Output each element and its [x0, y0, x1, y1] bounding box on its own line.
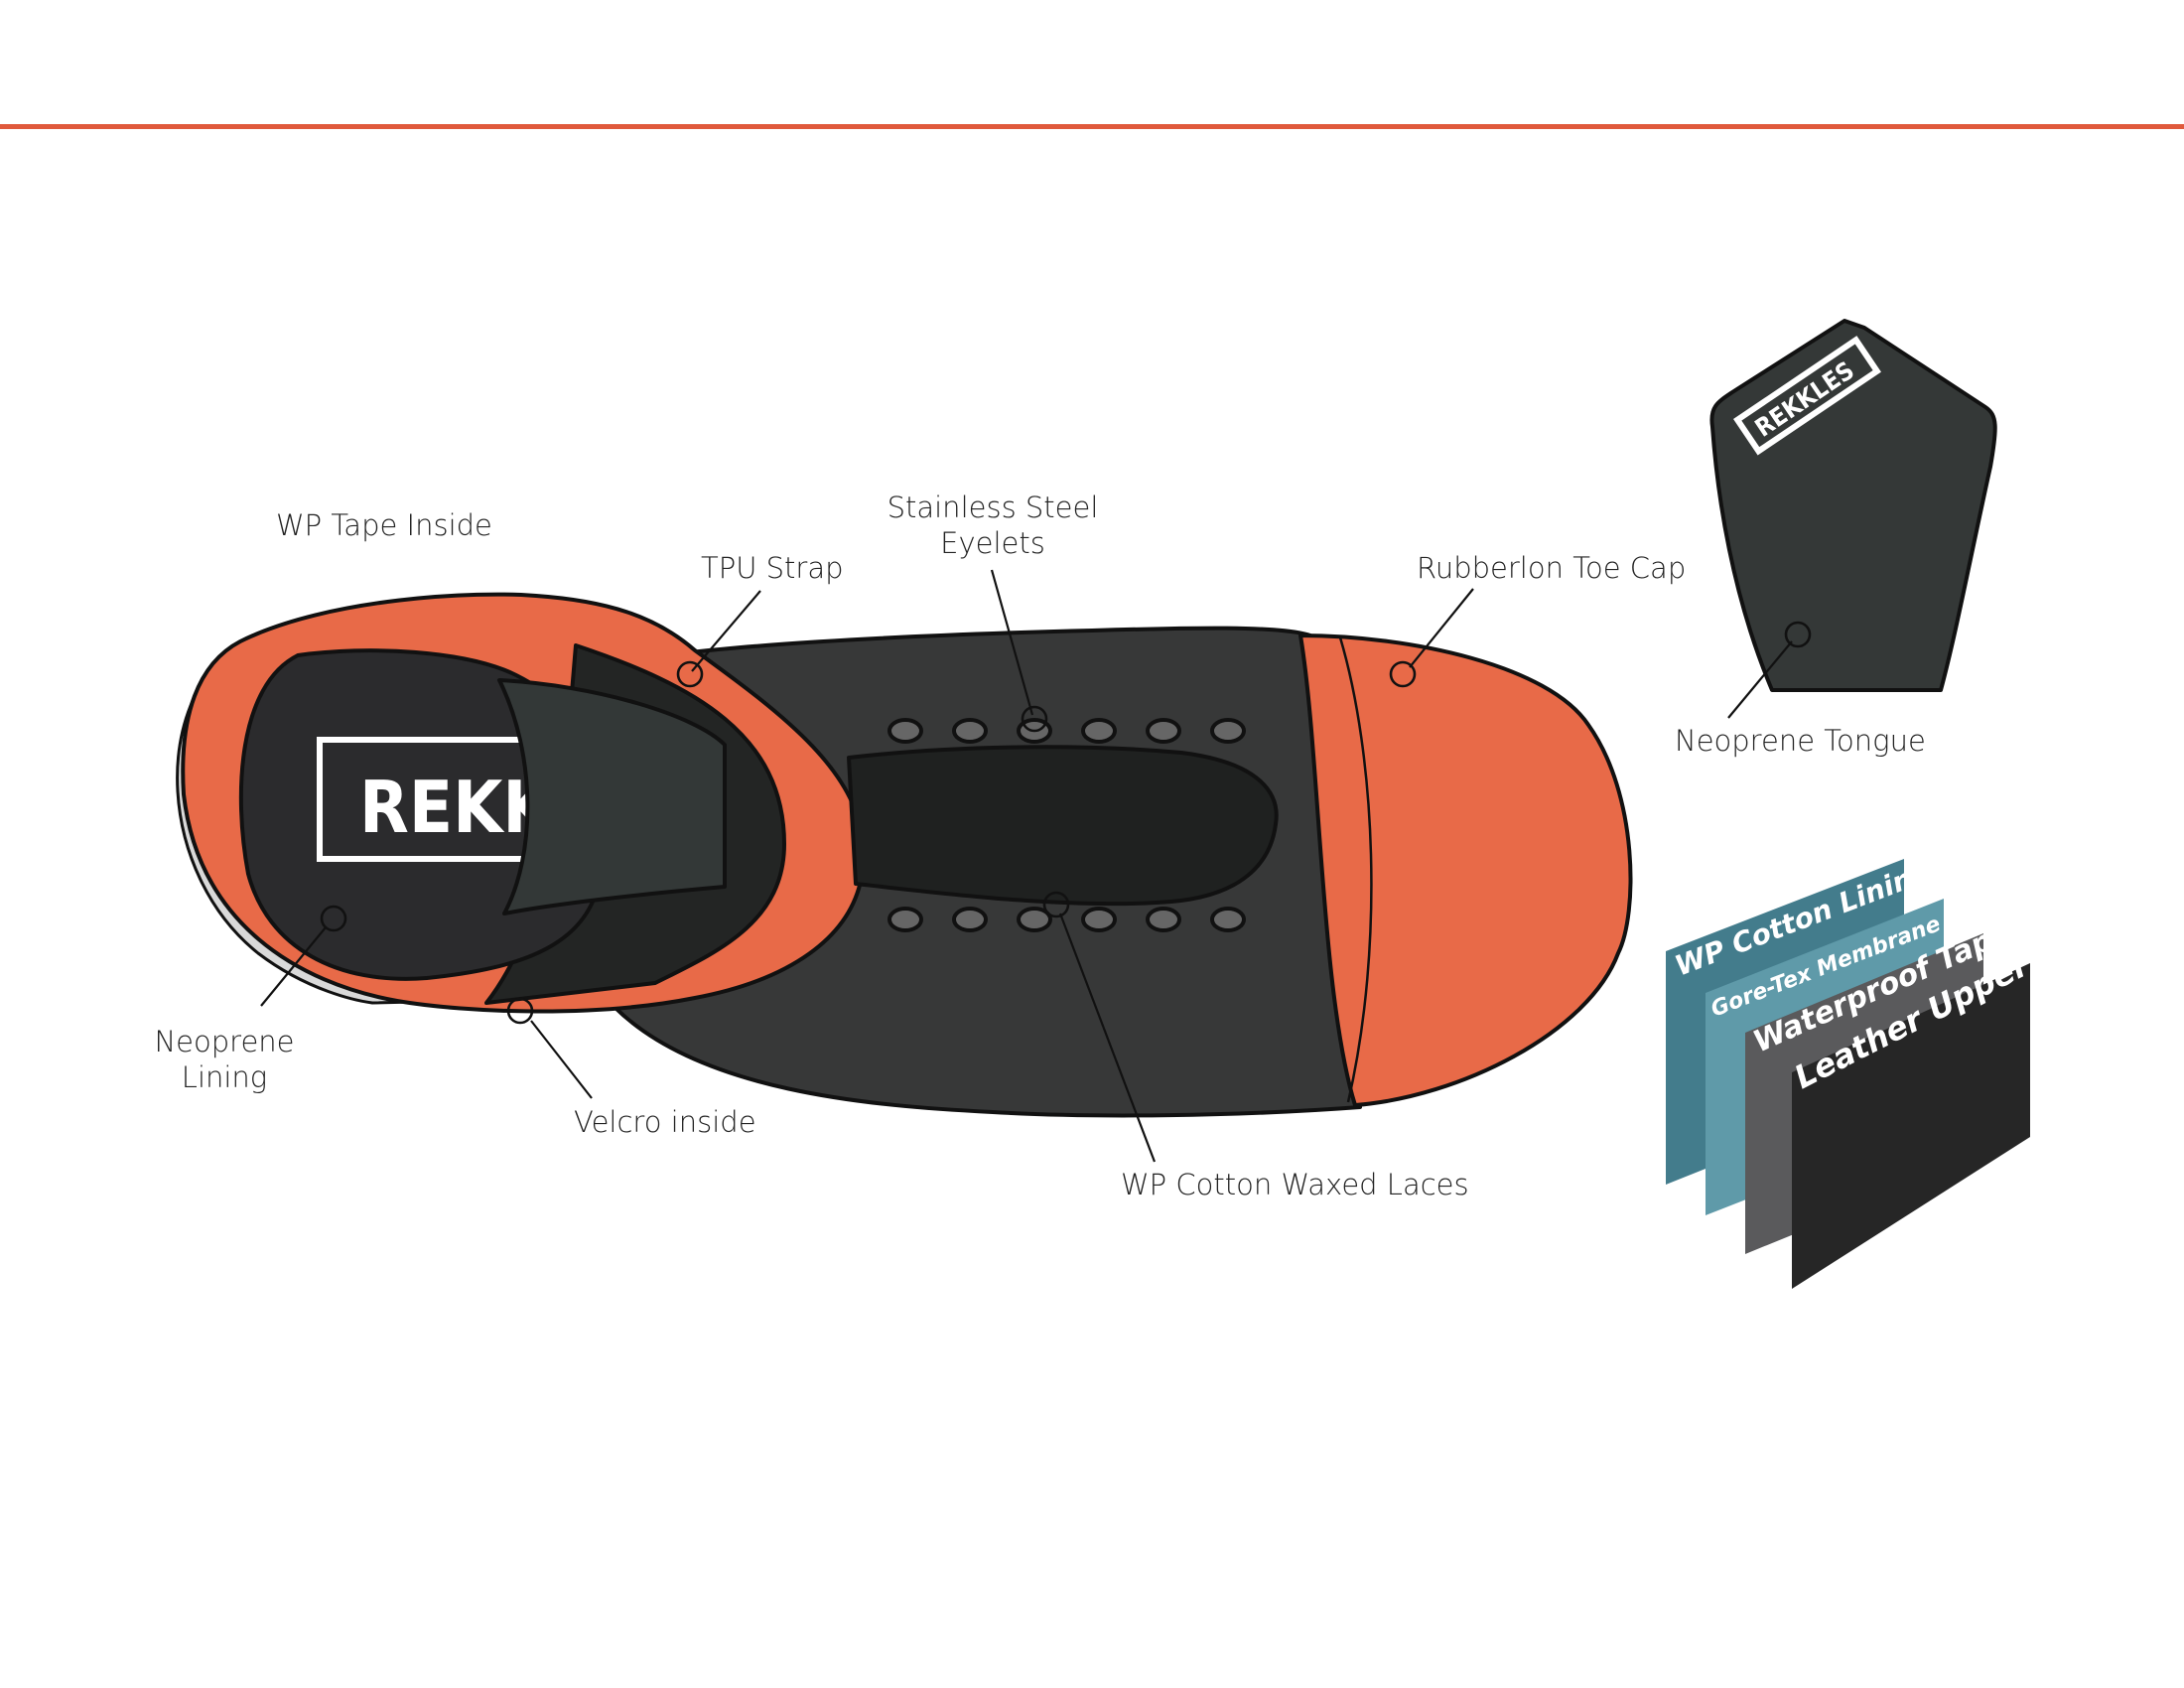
- lace-panel: [847, 745, 1279, 907]
- leader-velcro: [530, 1020, 593, 1099]
- layer-leather-upper: [1792, 963, 2030, 1289]
- marker-neoprene-tongue: [1784, 621, 1812, 648]
- leader-tpu-strap: [691, 590, 761, 672]
- callout-labels: WP Tape Inside TPU Strap Stainless Steel…: [154, 491, 1925, 1201]
- marker-laces: [1042, 891, 1070, 918]
- toe-cap: [1298, 633, 1633, 1107]
- label-neoprene-tongue: Neoprene Tongue: [1675, 724, 1926, 758]
- tongue-inside: [497, 678, 727, 915]
- eyelet: [1017, 907, 1052, 932]
- marker-velcro: [506, 997, 534, 1025]
- leader-neoprene-lining: [260, 926, 327, 1007]
- label-velcro-inside: Velcro inside: [574, 1105, 756, 1139]
- material-layers: WP Cotton Lining Gore-Tex Membrane Water…: [1666, 855, 2037, 1289]
- header-rule: [0, 124, 2184, 129]
- eyelet: [1210, 907, 1246, 932]
- eyelet: [1146, 718, 1181, 744]
- label-neoprene-lining-line2: Lining: [182, 1060, 267, 1094]
- eyelet: [887, 718, 923, 744]
- eyelet: [1146, 907, 1181, 932]
- label-stainless-steel-line1: Stainless Steel: [887, 491, 1099, 524]
- boot-illustration: REKKL: [176, 592, 1633, 1118]
- leader-neoprene-tongue: [1727, 640, 1793, 719]
- marker-toe-cap: [1389, 660, 1417, 688]
- eyelet: [1081, 907, 1117, 932]
- neoprene-tongue-illustration: REKKLES: [1709, 319, 1997, 692]
- tongue-logo-inner: [1741, 344, 1873, 448]
- marker-tpu-strap: [676, 660, 704, 688]
- leader-toe-cap: [1409, 588, 1474, 668]
- eyelets-top-row: [887, 718, 1246, 744]
- toe-cap-stitch: [1338, 636, 1373, 1103]
- label-rubberlon-toe-cap: Rubberlon Toe Cap: [1417, 551, 1686, 585]
- label-wp-tape-inside: WP Tape Inside: [276, 508, 492, 542]
- eyelet: [952, 718, 988, 744]
- leader-eyelets: [990, 569, 1034, 716]
- marker-neoprene-lining: [320, 905, 347, 932]
- label-stainless-steel-line2: Eyelets: [940, 526, 1045, 560]
- label-tpu-strap: TPU Strap: [701, 551, 844, 585]
- eyelet: [1210, 718, 1246, 744]
- eyelet: [952, 907, 988, 932]
- callout-leaders: [260, 569, 1812, 1163]
- eyelet: [887, 907, 923, 932]
- label-wp-cotton-waxed-laces: WP Cotton Waxed Laces: [1121, 1168, 1469, 1201]
- leader-laces: [1058, 913, 1157, 1163]
- label-neoprene-lining-line1: Neoprene: [154, 1025, 294, 1058]
- marker-eyelets: [1021, 705, 1048, 733]
- eyelets-bottom-row: [887, 907, 1246, 932]
- eyelet: [1081, 718, 1117, 744]
